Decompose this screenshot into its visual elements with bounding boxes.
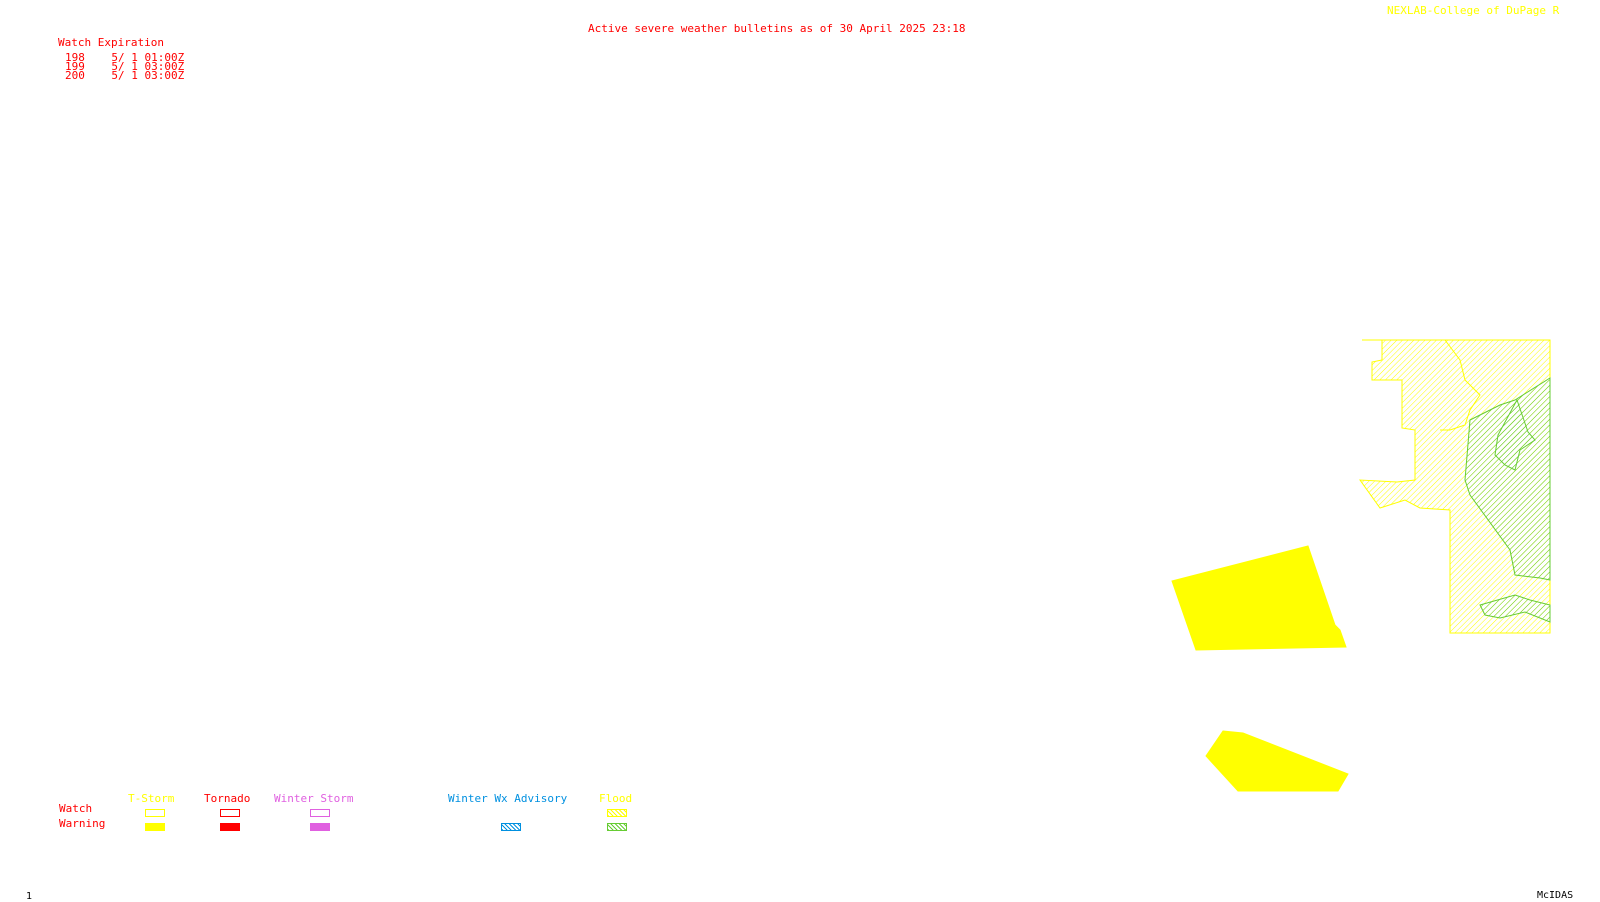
- legend-col-tornado: Tornado: [204, 792, 251, 805]
- watch-id: 199: [65, 60, 85, 73]
- legend-row-label-watch: Watch: [59, 802, 93, 815]
- watch-id: 198: [65, 51, 85, 64]
- legend-col-tstorm: T-Storm: [128, 792, 175, 805]
- legend-swatch-tornado-warning: [220, 823, 240, 831]
- credit-label: NEXLAB-College of DuPage R: [1387, 4, 1560, 17]
- legend-swatch-tstorm-watch: [145, 809, 165, 817]
- legend-row-label-warning: Warning: [59, 817, 106, 830]
- legend-swatch-winter-storm-warning: [310, 823, 330, 831]
- legend-col-winter-storm: Winter Storm: [274, 792, 354, 805]
- watch-row: 198 5/ 1 01:00Z: [65, 51, 185, 64]
- flood-watch-boundary: [1440, 339, 1481, 431]
- watch-id: 200: [65, 69, 85, 82]
- legend-col-winter-advisory: Winter Wx Advisory: [448, 792, 568, 805]
- page-title: Active severe weather bulletins as of 30…: [588, 22, 966, 35]
- legend-swatch-winter-storm-watch: [310, 809, 330, 817]
- legend-swatch-winter-advisory: [501, 823, 521, 831]
- watch-expires: 5/ 1 03:00Z: [111, 60, 185, 73]
- watch-expires: 5/ 1 01:00Z: [111, 51, 185, 64]
- flood-warning-area: [1494, 398, 1536, 471]
- watch-row: 199 5/ 1 03:00Z: [65, 60, 185, 73]
- legend-swatch-tornado-watch: [220, 809, 240, 817]
- frame-number: 1: [26, 891, 33, 902]
- software-label: McIDAS: [1537, 890, 1574, 901]
- watch-expiration-heading: Watch Expiration: [58, 36, 164, 49]
- flood-warning-area: [1479, 594, 1551, 623]
- watch-expires: 5/ 1 03:00Z: [111, 69, 185, 82]
- legend-col-flood: Flood: [599, 792, 633, 805]
- legend-swatch-flood-warning: [607, 823, 627, 831]
- tstorm-warning-area: [1171, 545, 1347, 651]
- legend-swatch-tstorm-warning: [145, 823, 165, 831]
- tstorm-warning-area: [1205, 730, 1349, 792]
- watch-row: 200 5/ 1 03:00Z: [65, 69, 185, 82]
- legend-swatch-flood-watch: [607, 809, 627, 817]
- flood-warning-area: [1464, 377, 1551, 581]
